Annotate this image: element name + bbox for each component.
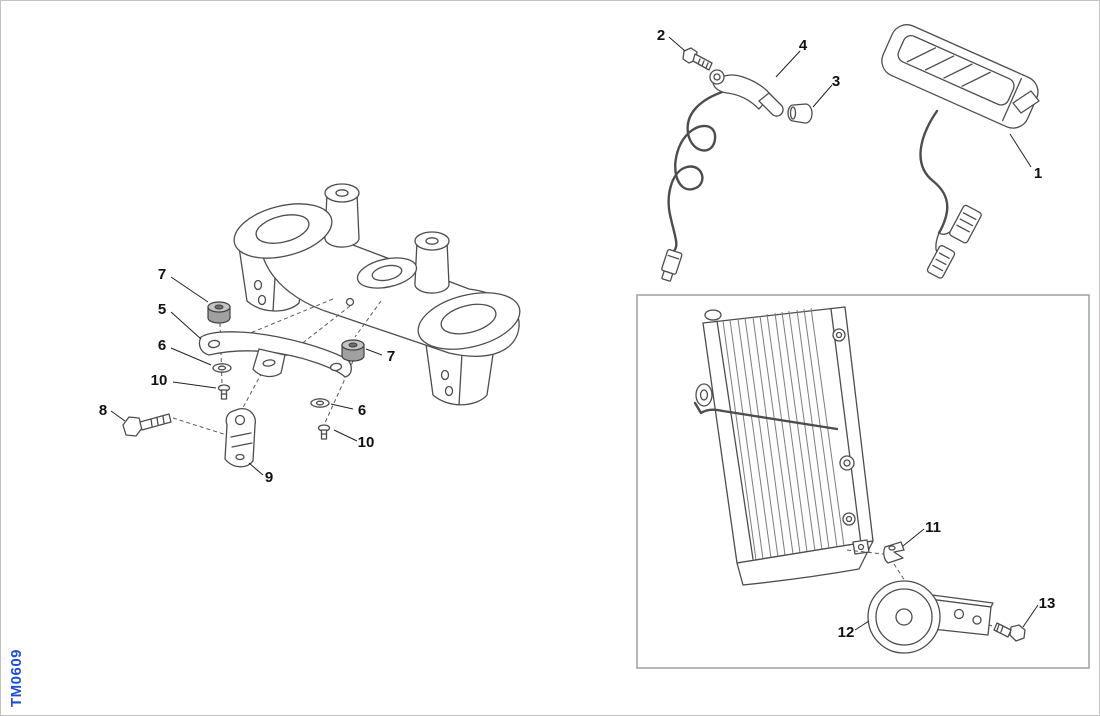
detail-box-frame <box>636 294 1090 669</box>
horn-drawing <box>867 580 994 654</box>
part-label-7a: 7 <box>158 266 166 283</box>
part-label-10a: 10 <box>151 372 168 389</box>
cap-3-drawing <box>787 103 813 124</box>
washer-left-drawing <box>212 363 232 373</box>
leader-lines <box>110 36 1039 631</box>
grommet-right-drawing <box>341 339 365 362</box>
part-labels: 2 4 3 1 7 5 6 10 7 6 8 10 9 11 12 13 <box>99 27 1056 641</box>
cluster-connector-a-drawing <box>949 204 982 244</box>
part-label-12: 12 <box>838 624 855 641</box>
part-label-5: 5 <box>158 301 166 318</box>
sensor-4-drawing <box>709 69 784 117</box>
part-label-8: 8 <box>99 402 107 419</box>
cluster-connector-b-drawing <box>926 245 956 279</box>
bolt-13-drawing <box>993 622 1026 642</box>
screw-left-drawing <box>217 384 231 400</box>
bolt-2-drawing <box>682 47 713 71</box>
clip-11-drawing <box>883 541 905 564</box>
part-label-13: 13 <box>1039 595 1056 612</box>
part-label-11: 11 <box>925 519 941 536</box>
screw-right-drawing <box>317 424 331 440</box>
part-label-2: 2 <box>657 27 665 44</box>
part-label-4: 4 <box>799 37 808 54</box>
sensor-connector-drawing <box>661 248 683 282</box>
part-label-6a: 6 <box>158 337 166 354</box>
part-label-9: 9 <box>265 469 273 486</box>
part-label-6b: 6 <box>358 402 366 419</box>
part-label-3: 3 <box>832 73 840 90</box>
bolt-8-drawing <box>122 413 172 437</box>
sensor-cable-drawing <box>661 89 727 282</box>
grommet-left-drawing <box>207 301 231 324</box>
washer-right-drawing <box>310 398 330 408</box>
bracket-9-drawing <box>224 408 256 468</box>
radiator-drawing <box>693 306 874 586</box>
part-label-7b: 7 <box>387 348 395 365</box>
diagram-code: TM0609 <box>8 649 25 707</box>
part-label-1: 1 <box>1034 165 1042 182</box>
mount-bracket-drawing <box>198 331 352 378</box>
part-label-10b: 10 <box>358 434 375 451</box>
instrument-cluster-drawing <box>881 24 1040 279</box>
triple-clamp-drawing <box>233 183 521 406</box>
